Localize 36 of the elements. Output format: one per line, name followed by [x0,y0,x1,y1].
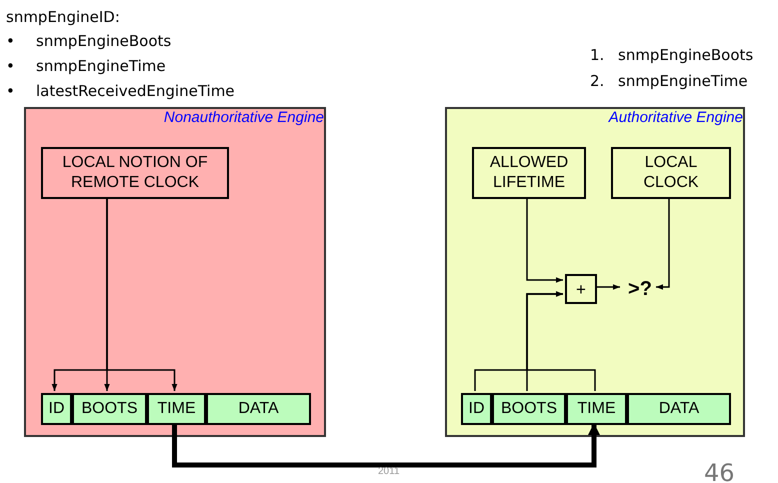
message-field: DATA [627,393,731,425]
panel-title: Authoritative Engine [608,109,743,128]
process-box: LOCAL CLOCK [611,147,731,199]
engine-panel [24,107,326,437]
list-item: snmpEngineBoots [618,45,754,66]
arrow [172,423,600,468]
process-box: ALLOWED LIFETIME [472,147,586,199]
list-number: 2. [590,71,606,92]
arrow [106,197,178,391]
message-field: BOOTS [492,393,566,425]
arrow [656,197,670,290]
arrow [526,291,596,391]
bullet: • [6,56,16,77]
list-item: snmpEngineBoots [36,31,172,52]
process-box: LOCAL NOTION OF REMOTE CLOCK [41,147,229,199]
message-field: TIME [147,393,206,425]
list-heading: snmpEngineID: [6,7,121,28]
message-field: TIME [566,393,627,425]
comparison-text: >? [622,278,658,300]
message-field: DATA [206,393,311,425]
message-field: ID [41,393,72,425]
message-field: BOOTS [72,393,147,425]
page-number: 46 [704,458,735,483]
bullet: • [6,31,16,52]
list-item: snmpEngineTime [618,71,748,92]
arrow [526,197,563,283]
arrow [595,284,620,290]
list-item: latestReceivedEngineTime [36,81,235,102]
adder-box: + [565,274,597,304]
message-field: ID [461,393,492,425]
panel-title: Nonauthoritative Engine [164,109,324,128]
footer-text: 2011 [378,465,400,479]
list-number: 1. [590,45,606,66]
bullet: • [6,81,16,102]
list-item: snmpEngineTime [36,56,166,77]
engine-panel [445,107,745,437]
